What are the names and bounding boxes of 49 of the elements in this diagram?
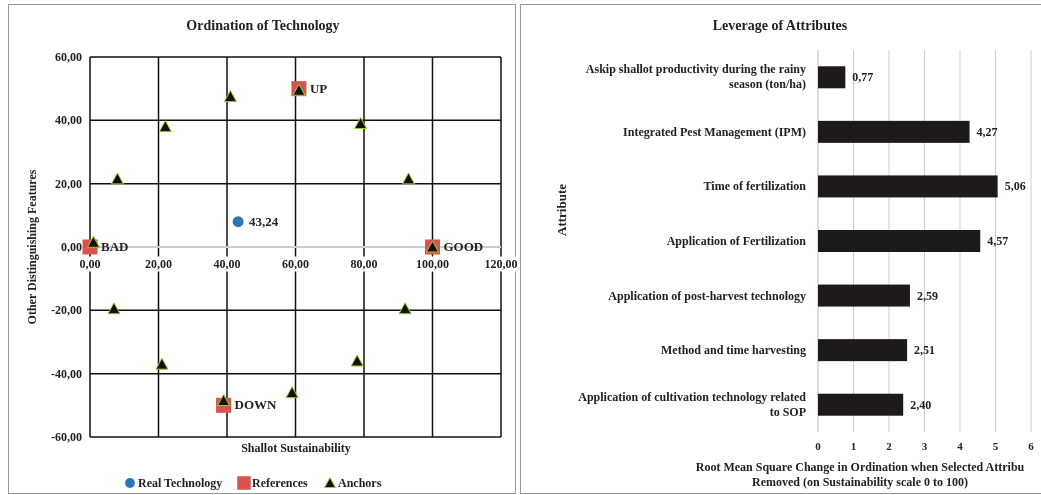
- tick-label: 5: [992, 440, 999, 452]
- legend-label: Anchors: [338, 475, 382, 491]
- tick-label: 4: [957, 440, 963, 452]
- value-label: 2,40: [910, 397, 932, 413]
- category-label: Time of fertilization: [702, 178, 806, 194]
- legend-label: References: [252, 475, 308, 491]
- tick-label: 40,00: [212, 256, 242, 272]
- tick-label: 2: [886, 440, 892, 452]
- tick-label: 60,00: [55, 49, 82, 65]
- legend-label: Real Technology: [138, 475, 223, 491]
- chart-title: Ordination of Technology: [186, 18, 340, 34]
- tick-label: 1: [850, 440, 857, 452]
- category-label: Askip shallot productivity during the rainy season (ton/ha): [584, 62, 806, 93]
- tick-label: 0,00: [61, 239, 82, 255]
- tick-label: 80,00: [349, 256, 379, 272]
- tick-label: 40,00: [55, 112, 82, 128]
- category-label: Integrated Pest Management (IPM): [622, 124, 806, 140]
- tick-label: -40,00: [51, 366, 82, 382]
- tick-label: 20,00: [55, 176, 82, 192]
- point-label: BAD: [101, 239, 129, 255]
- tick-label: 3: [921, 440, 928, 452]
- category-label: Method and time harvesting: [660, 342, 806, 358]
- tick-label: 0,00: [78, 256, 102, 272]
- axis-title: Other Distinguishing Features: [24, 169, 40, 325]
- axis-title: Root Mean Square Change in Ordination when Selected Attribu Removed (on Sustainability scale 0 to 100): [695, 460, 1025, 490]
- category-label: Application of post-harvest technology: [607, 288, 806, 304]
- tick-label: 0: [815, 440, 821, 452]
- value-label: 5,06: [1004, 178, 1026, 194]
- value-label: 2,59: [916, 288, 938, 304]
- value-label: 4,57: [987, 233, 1009, 249]
- axis-title: Shallot Sustainability: [241, 440, 351, 456]
- tick-label: 6: [1028, 440, 1034, 452]
- tick-label: 100,00: [415, 256, 450, 272]
- tick-label: 60,00: [281, 256, 310, 272]
- category-label: Application of cultivation technology related to SOP: [577, 389, 806, 420]
- tick-label: -60,00: [51, 429, 82, 445]
- tick-label: -20,00: [51, 302, 82, 318]
- value-label: 0,77: [852, 69, 874, 85]
- category-label: Application of Fertilization: [665, 233, 806, 249]
- value-label: 4,27: [976, 124, 998, 140]
- tick-label: 20,00: [144, 256, 173, 272]
- chart-title: Leverage of Attributes: [712, 18, 848, 34]
- point-label: DOWN: [234, 397, 277, 414]
- point-label: 43,24: [249, 213, 279, 230]
- tick-label: 120,00: [483, 256, 519, 272]
- axis-title: Attribute: [554, 184, 570, 236]
- point-label: GOOD: [443, 239, 484, 255]
- point-label: UP: [309, 80, 328, 97]
- value-label: 2,51: [914, 342, 936, 358]
